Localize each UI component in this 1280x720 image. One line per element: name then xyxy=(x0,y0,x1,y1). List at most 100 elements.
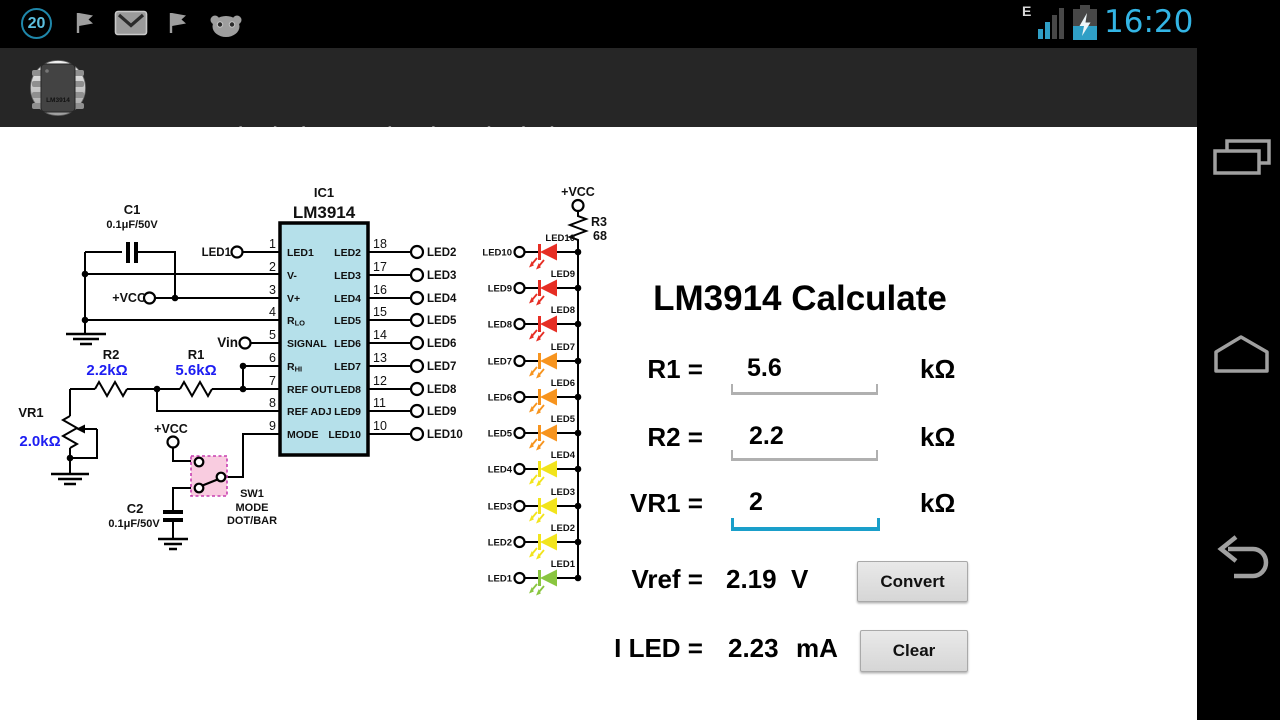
home-button[interactable] xyxy=(1206,330,1276,380)
svg-text:13: 13 xyxy=(373,351,387,365)
vr1-input-underline[interactable] xyxy=(731,518,880,531)
r1-input-value[interactable]: 5.6 xyxy=(747,354,782,382)
vcc-label-2: +VCC xyxy=(154,422,188,436)
network-type-label: E xyxy=(1022,3,1032,19)
svg-text:5: 5 xyxy=(269,328,276,342)
iled-label: I LED = xyxy=(614,633,703,663)
c1-ref: C1 xyxy=(124,202,141,217)
led-ladder: LED10LED10LED9LED9LED8LED8LED7LED7LED6LE… xyxy=(482,233,582,596)
sw1-line1: MODE xyxy=(236,502,269,514)
android-icon xyxy=(210,15,242,37)
vr1-wiper-arrow xyxy=(76,424,85,434)
vcc-label-1: +VCC xyxy=(112,291,146,305)
svg-text:MODE: MODE xyxy=(287,429,319,441)
ic-part: LM3914 xyxy=(293,203,356,222)
vin-terminal xyxy=(238,336,252,350)
vr1-input-value[interactable]: 2 xyxy=(749,488,763,516)
r1-value: 5.6kΩ xyxy=(175,362,216,379)
switch-sw1 xyxy=(190,455,228,497)
vr1-ref: VR1 xyxy=(18,405,43,420)
vr1-label: VR1 = xyxy=(630,488,703,518)
app-icon-label: LM3914 xyxy=(46,97,70,104)
svg-text:1: 1 xyxy=(269,237,276,251)
recents-button[interactable] xyxy=(1206,135,1276,185)
svg-text:2: 2 xyxy=(269,260,276,274)
svg-text:LED9: LED9 xyxy=(551,269,575,280)
svg-text:LED2: LED2 xyxy=(427,247,456,259)
svg-text:LED10: LED10 xyxy=(328,429,361,441)
status-bar: 20 E 1 xyxy=(0,0,1280,48)
svg-text:LED4: LED4 xyxy=(488,465,513,476)
vcc-terminal-2 xyxy=(166,435,180,449)
iled-value: 2.23 xyxy=(728,633,779,663)
r3-value: 68 xyxy=(593,229,607,243)
svg-text:LED9: LED9 xyxy=(488,284,512,295)
junction-dots xyxy=(66,270,247,462)
svg-text:V+: V+ xyxy=(287,293,300,305)
convert-button[interactable]: Convert xyxy=(857,561,968,602)
svg-text:15: 15 xyxy=(373,305,387,319)
svg-text:8: 8 xyxy=(269,396,276,410)
back-button[interactable] xyxy=(1206,528,1276,583)
svg-text:3: 3 xyxy=(269,283,276,297)
svg-text:LED10: LED10 xyxy=(482,248,512,259)
svg-text:REF OUT: REF OUT xyxy=(287,384,334,396)
svg-text:14: 14 xyxy=(373,328,387,342)
svg-text:RLO: RLO xyxy=(287,315,305,328)
svg-text:V-: V- xyxy=(287,270,297,282)
r2-input-underline[interactable] xyxy=(731,450,878,461)
svg-text:LED5: LED5 xyxy=(488,429,513,440)
app-bar: LM3914 LM3914 Calculation > Circuit Calc… xyxy=(0,48,1197,152)
svg-text:LED9: LED9 xyxy=(427,406,456,418)
vref-value: 2.19 xyxy=(726,564,777,594)
clear-button[interactable]: Clear xyxy=(860,630,968,672)
led1-output-terminal xyxy=(230,245,244,259)
r1-unit: kΩ xyxy=(920,354,956,384)
svg-text:LED6: LED6 xyxy=(551,378,575,389)
svg-text:7: 7 xyxy=(269,374,276,388)
svg-text:LED4: LED4 xyxy=(427,293,457,305)
svg-text:LED7: LED7 xyxy=(551,342,575,353)
resistor-r2-symbol xyxy=(94,379,128,399)
vin-label: Vin xyxy=(217,335,238,350)
flag-icon-1 xyxy=(76,13,93,33)
svg-text:LED1: LED1 xyxy=(551,559,576,570)
r2-input-value[interactable]: 2.2 xyxy=(749,422,784,450)
r1-ref: R1 xyxy=(188,347,205,362)
svg-text:LED3: LED3 xyxy=(551,487,575,498)
vcc-terminal-1 xyxy=(142,291,157,305)
clock: 16:20 xyxy=(1104,4,1194,40)
svg-text:LED5: LED5 xyxy=(334,315,361,327)
c1-value: 0.1μF/50V xyxy=(106,219,158,231)
svg-text:LED5: LED5 xyxy=(427,315,457,327)
flag-icon-2 xyxy=(169,13,186,33)
calc-title: LM3914 Calculate xyxy=(653,279,947,318)
svg-text:LED7: LED7 xyxy=(427,361,456,373)
r2-unit: kΩ xyxy=(920,422,956,452)
r1-input-underline[interactable] xyxy=(731,384,878,395)
svg-text:LED3: LED3 xyxy=(488,502,512,513)
r1-label: R1 = xyxy=(647,354,703,384)
circuit-wires xyxy=(69,251,280,539)
svg-text:LED7: LED7 xyxy=(334,361,361,373)
resistor-r1-symbol xyxy=(179,379,213,399)
svg-text:LED8: LED8 xyxy=(334,384,361,396)
gmail-icon xyxy=(114,10,148,36)
sw1-ref: SW1 xyxy=(240,488,264,500)
vref-unit: V xyxy=(791,564,809,594)
vcc-label-3: +VCC xyxy=(561,185,595,199)
svg-text:LED6: LED6 xyxy=(334,338,361,350)
svg-text:17: 17 xyxy=(373,260,387,274)
ground-symbols xyxy=(51,332,188,551)
potentiometer-vr1-symbol xyxy=(60,415,80,449)
battery-icon xyxy=(1073,5,1097,40)
